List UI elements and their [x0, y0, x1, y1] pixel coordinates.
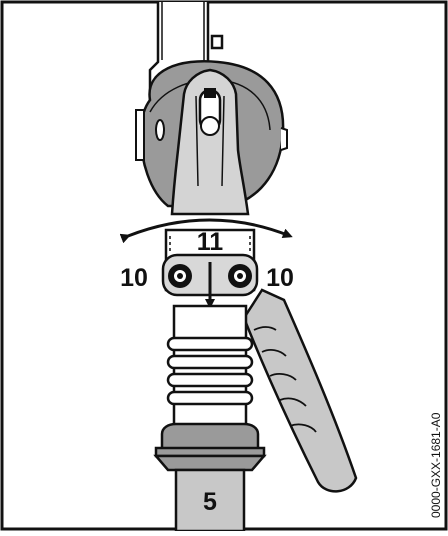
- lower-tube: [153, 304, 267, 533]
- left-screw: [168, 264, 192, 288]
- right-screw: [228, 264, 252, 288]
- handle-grip: [170, 68, 250, 216]
- rotation-arrow: [119, 218, 293, 244]
- reference-code: 0000-GXX-1681-A0: [429, 412, 443, 518]
- label-right-screw: 10: [266, 264, 294, 292]
- label-left-screw: 10: [120, 264, 148, 292]
- label-center-part: 11: [197, 228, 224, 256]
- side-handle: [242, 288, 358, 493]
- housing-port: [155, 119, 165, 141]
- label-tube-part: 5: [203, 488, 217, 516]
